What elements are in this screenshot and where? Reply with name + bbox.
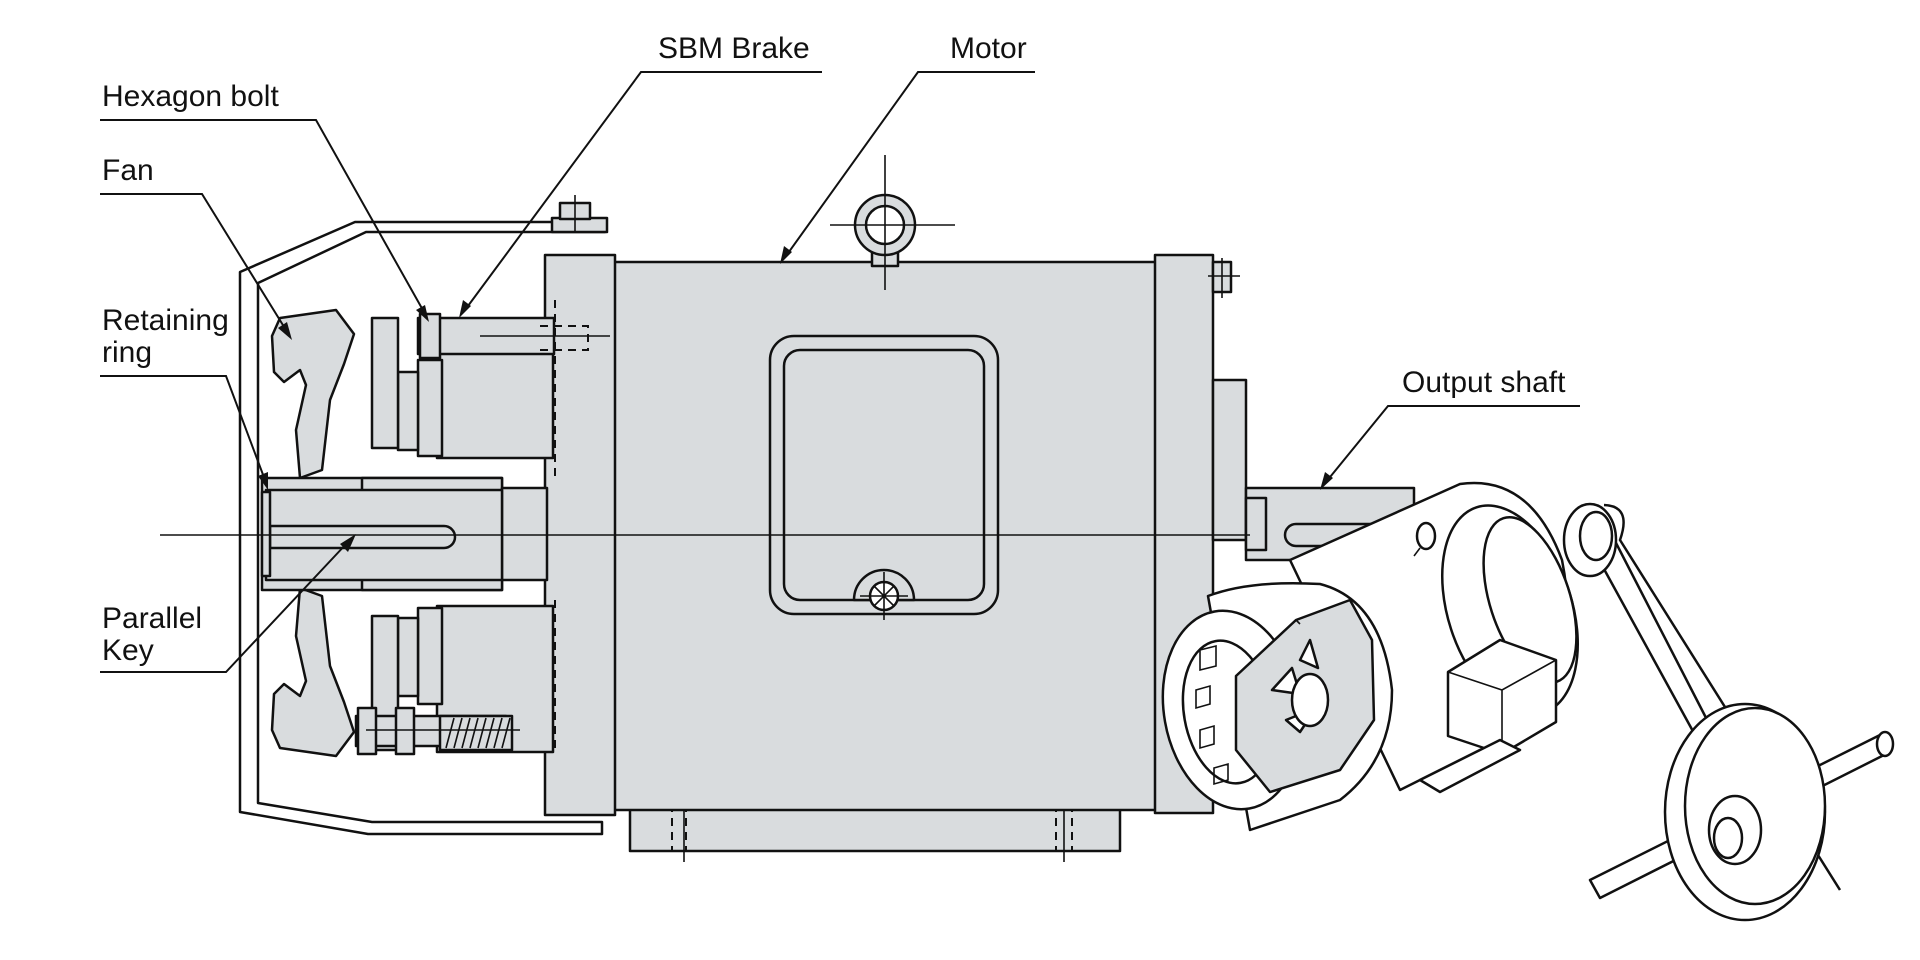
- hexagon-bolt-upper: [416, 312, 610, 360]
- inset-motor-drawing: [1161, 481, 1895, 922]
- label-retaining-ring-text-1: Retaining: [102, 304, 229, 337]
- brake-stator-upper: [435, 346, 555, 460]
- brake-disc-upper: [370, 316, 400, 450]
- retaining-ring: [260, 490, 272, 578]
- spring-and-bolt-lower: [354, 706, 520, 756]
- fan-blade-lower: [270, 586, 356, 758]
- label-hexagon-bolt-text: Hexagon bolt: [102, 80, 279, 113]
- label-hexagon-bolt: Hexagon bolt: [100, 80, 429, 322]
- label-motor-text: Motor: [950, 32, 1027, 65]
- eye-bolt: [830, 155, 955, 290]
- label-parallel-key-text-2: Key: [102, 634, 154, 667]
- label-motor: Motor: [780, 32, 1035, 264]
- label-parallel-key: Parallel Key: [100, 534, 356, 673]
- label-retaining-ring: Retaining ring: [100, 304, 268, 490]
- label-sbm-brake: SBM Brake: [459, 32, 822, 318]
- motor-base: [628, 805, 1122, 853]
- fan-blade-upper: [270, 308, 356, 480]
- terminal-box-lid: [782, 348, 986, 602]
- parallel-key: [268, 524, 457, 550]
- label-output-shaft-text: Output shaft: [1402, 366, 1566, 399]
- label-sbm-brake-text: SBM Brake: [658, 32, 810, 65]
- cross-section-drawing: [160, 155, 1416, 862]
- label-retaining-ring-text-2: ring: [102, 336, 152, 369]
- label-fan: Fan: [100, 154, 292, 340]
- label-output-shaft: Output shaft: [1320, 366, 1580, 490]
- label-fan-text: Fan: [102, 154, 154, 187]
- label-parallel-key-text-1: Parallel: [102, 602, 202, 635]
